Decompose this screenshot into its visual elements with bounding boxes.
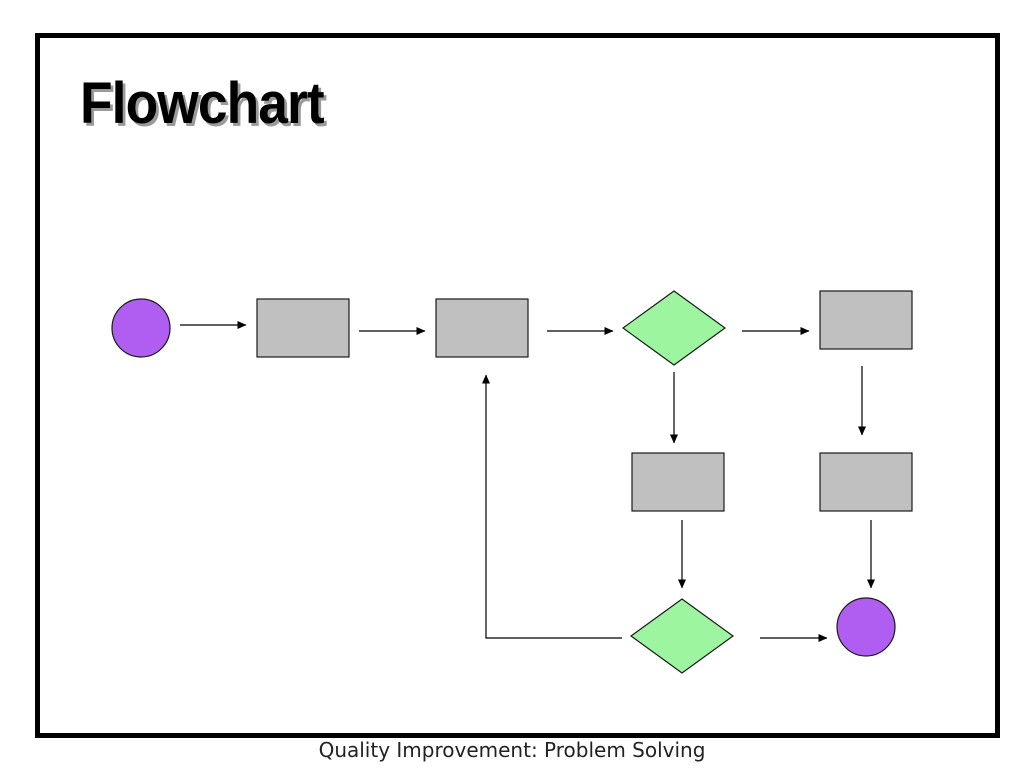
process-4-node [631, 452, 725, 512]
decision-2-node [629, 598, 735, 674]
process-5-node [819, 452, 913, 512]
edge-decision-2-to-process-2 [482, 374, 622, 639]
process-3-node [819, 290, 913, 350]
slide-footer: Quality Improvement: Problem Solving [318, 738, 706, 762]
process-2-node [435, 298, 529, 358]
decision-1-node [621, 290, 727, 366]
start-node [111, 298, 171, 358]
slide-title: Flowchart [80, 71, 325, 136]
process-1-node [256, 298, 350, 358]
end-node [836, 597, 896, 657]
